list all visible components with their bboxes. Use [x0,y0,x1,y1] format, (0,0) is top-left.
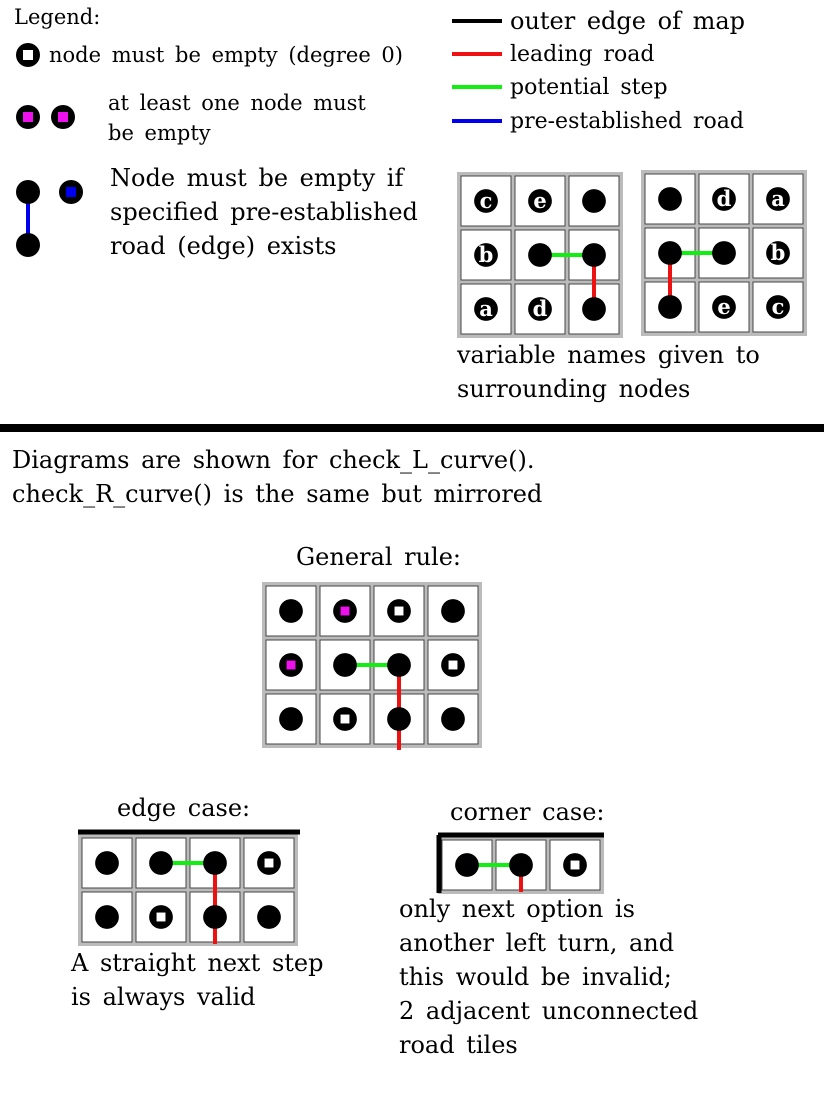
variable-caption-1: variable names given to [456,341,760,369]
node-variable-label: b [479,242,494,267]
empty-marker [156,912,166,922]
node [333,653,357,677]
node-variable-label: c [480,188,493,213]
corner-case-caption-1: only next option is [399,895,635,923]
empty-marker [448,660,458,670]
one-empty-text-2: be empty [108,121,211,145]
conditional-symbol [16,180,83,257]
node [95,905,119,929]
empty-marker [264,858,274,868]
node-variable-label: d [717,186,732,211]
named-node [766,295,790,319]
legend-section: Legend: node must be empty (degree 0) at… [14,5,807,403]
node [387,653,411,677]
node [149,851,173,875]
node [387,707,411,731]
named-node [474,243,498,267]
edge-case-caption-2: is always valid [71,983,256,1011]
node [95,851,119,875]
corner-case-title: corner case: [450,798,604,826]
empty-marker [394,606,404,616]
named-node [766,187,790,211]
general-rule-grid [262,582,482,750]
node [441,707,465,731]
named-node [474,297,498,321]
conditional-text-3: road (edge) exists [110,232,336,260]
node [712,241,736,265]
node-variable-label: a [479,296,493,321]
node [441,599,465,623]
node [582,189,606,213]
corner-case-caption-4: 2 adjacent unconnected [399,997,698,1025]
line-legend-pre-established: pre-established road [510,109,744,134]
line-legend-outer-edge: outer edge of map [510,7,745,35]
named-node [766,241,790,265]
named-node [712,295,736,319]
variable-grid-right: d a b e c [641,170,807,336]
legend-title: Legend: [14,5,100,29]
empty-marker [340,714,350,724]
node [658,187,682,211]
corner-case-caption-2: another left turn, and [399,929,674,957]
node-variable-label: c [772,294,785,319]
node-variable-label: e [533,188,546,213]
variable-caption-2: surrounding nodes [457,375,690,403]
node [582,297,606,321]
section-divider [0,424,824,432]
conditional-text-1: Node must be empty if [110,164,405,192]
line-legend-potential-step: potential step [510,75,668,100]
node [279,707,303,731]
named-node [528,297,552,321]
line-legend-leading-road: leading road [510,42,655,67]
line-legend: outer edge of map leading road potential… [452,7,745,134]
variable-grid-left: c e b a d [457,172,623,338]
one-empty-marker [286,660,296,670]
node [509,853,533,877]
one-empty-text-1: at least one node must [108,91,366,115]
node [658,241,682,265]
intro-line-1: Diagrams are shown for check_L_curve(). [12,446,534,474]
node-variable-label: a [771,186,785,211]
corner-case-caption-5: road tiles [399,1031,518,1059]
conditional-text-2: specified pre-established [110,198,418,226]
empty-marker [570,860,580,870]
node [528,243,552,267]
corner-case-grid [436,832,604,894]
corner-case-caption-3: this would be invalid; [399,963,672,991]
node-variable-label: b [771,240,786,265]
empty-node-text: node must be empty (degree 0) [49,43,403,67]
named-node [474,189,498,213]
node [658,295,682,319]
edge-case-grid [78,829,300,946]
node-variable-label: d [533,296,548,321]
edge-case-caption-1: A straight next step [70,949,323,977]
intro-line-2: check_R_curve() is the same but mirrored [12,480,542,508]
node [203,851,227,875]
node [455,853,479,877]
node [279,599,303,623]
edge-case-title: edge case: [117,794,250,822]
node [257,905,281,929]
named-node [528,189,552,213]
one-empty-symbol [16,105,75,129]
grid-cell [265,585,317,637]
grid-cell [265,639,317,691]
empty-node-symbol [16,43,40,67]
one-empty-marker [340,606,350,616]
grid-cell [265,693,317,745]
general-rule-title: General rule: [296,543,461,571]
node-variable-label: e [717,294,730,319]
node [582,243,606,267]
named-node [712,187,736,211]
node [203,905,227,929]
